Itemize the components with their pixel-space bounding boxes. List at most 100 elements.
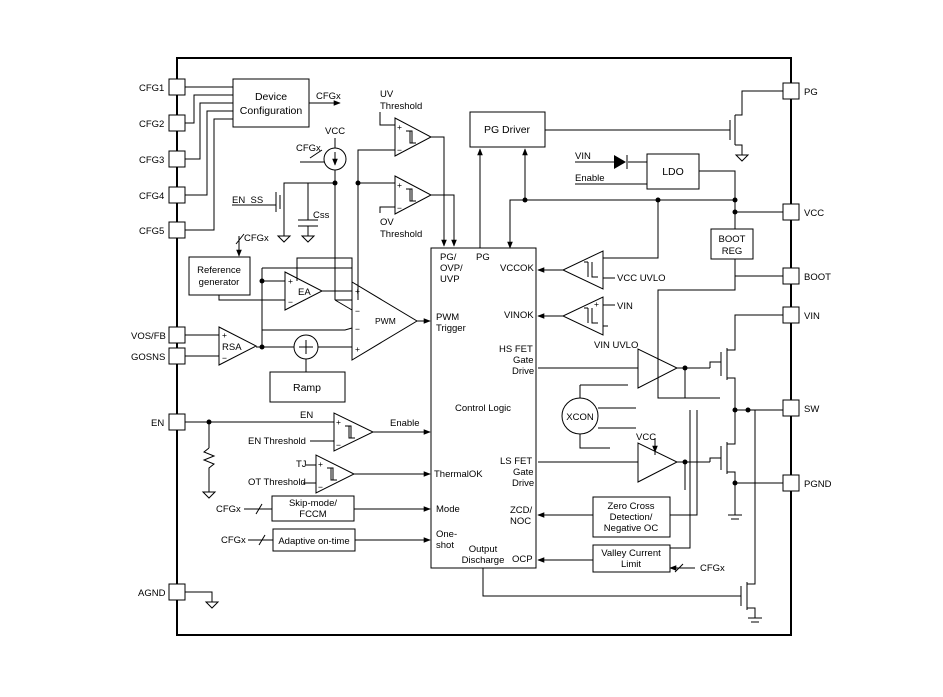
svg-text:−: −	[222, 353, 227, 363]
diode-icon	[614, 155, 626, 169]
svg-text:−: −	[336, 440, 341, 450]
hs-mosfet	[709, 314, 783, 411]
pin-pgnd	[782, 474, 800, 492]
device-config-block	[232, 78, 310, 128]
svg-text:+: +	[336, 417, 341, 427]
zero-cross-block	[592, 496, 671, 538]
cl-hs-2: Gate	[513, 355, 534, 366]
uv-comparator	[394, 117, 433, 157]
rsa-label: RSA	[222, 342, 242, 353]
cfgx-device-out: CFGx	[316, 91, 341, 102]
ov-label-1: OV	[380, 217, 394, 228]
vcc-uvlo-comparator	[561, 250, 604, 290]
cl-ls-3: Drive	[512, 478, 534, 489]
ls-mosfet	[709, 410, 783, 520]
cl-pg: PG	[476, 252, 490, 263]
pin-vos-fb	[168, 326, 186, 344]
pin-gosns	[168, 347, 186, 365]
ov-label-2: Threshold	[380, 229, 422, 240]
pin-vcc	[782, 203, 800, 221]
softstart-wires	[232, 170, 336, 300]
cl-oneshot-2: shot	[436, 540, 454, 551]
pin-agnd	[168, 583, 186, 601]
cl-vinok: VINOK	[504, 310, 534, 321]
ldo-label: LDO	[662, 166, 684, 178]
control-logic-title: Control Logic	[455, 403, 511, 414]
reference-label-2: generator	[199, 277, 240, 288]
pin-boot-label: BOOT	[804, 272, 831, 283]
cl-zcd-2: NOC	[510, 516, 531, 527]
en-signal-label: EN	[300, 410, 313, 421]
device-config-label-2: Configuration	[240, 105, 303, 117]
enable-out-label: Enable	[390, 418, 420, 429]
vin-uvlo-comparator	[561, 296, 604, 336]
boot-reg-block	[710, 228, 754, 260]
reference-generator-block	[188, 256, 251, 296]
pin-boot	[782, 267, 800, 285]
pin-cfg1-label: CFG1	[139, 83, 164, 94]
cl-pg-ovp-1: PG/	[440, 252, 457, 263]
pg-driver-label: PG Driver	[484, 124, 531, 136]
zero-cross-label-1: Zero Cross	[608, 501, 655, 512]
pin-en-label: EN	[151, 418, 164, 429]
left-pins: CFG1 CFG2 CFG3 CFG4 CFG5 VOS/FB GOSNS EN…	[131, 78, 186, 601]
right-pins: PG VCC BOOT VIN SW PGND	[782, 82, 832, 492]
cl-vccok: VCCOK	[500, 263, 534, 274]
uv-label-1: UV	[380, 89, 394, 100]
reference-label-1: Reference	[197, 265, 241, 276]
css-label: Css	[313, 210, 330, 221]
pin-pg-label: PG	[804, 87, 818, 98]
valley-label-1: Valley Current	[601, 548, 661, 559]
en-threshold-label: EN Threshold	[248, 436, 306, 447]
svg-text:−: −	[288, 297, 293, 307]
cl-mode: Mode	[436, 504, 460, 515]
svg-text:−: −	[355, 306, 360, 316]
pin-vin	[782, 306, 800, 324]
pin-agnd-label: AGND	[138, 588, 166, 599]
control-logic-block	[430, 247, 537, 569]
ls-driver	[637, 442, 679, 483]
ldo-block	[646, 153, 700, 190]
cfgx-ref-label: CFGx	[244, 233, 269, 244]
ramp-label: Ramp	[293, 382, 321, 394]
pin-vos-fb-label: VOS/FB	[131, 331, 166, 342]
svg-text:+: +	[222, 330, 227, 340]
en-ss-label: EN_SS	[232, 195, 263, 206]
adaptive-ontime-label: Adaptive on-time	[278, 536, 349, 547]
svg-text:−: −	[397, 203, 402, 213]
cfgx-adapt-label: CFGx	[221, 535, 246, 546]
pin-cfg5	[168, 221, 186, 239]
vcc-ls-label: VCC	[636, 432, 656, 443]
pwm-label: PWM	[375, 316, 396, 326]
cfgx-valley-label: CFGx	[700, 563, 725, 574]
skip-mode-label-2: FCCM	[299, 509, 327, 520]
zero-cross-label-2: Detection/	[610, 512, 653, 523]
cfgx-source-label: CFGx	[296, 143, 321, 154]
tj-label: TJ	[296, 459, 307, 470]
pin-cfg2-label: CFG2	[139, 119, 164, 130]
svg-text:−: −	[355, 324, 360, 334]
pwm-comparator	[351, 281, 418, 361]
pin-sw	[782, 399, 800, 417]
vin-uvlo-label: VIN UVLO	[594, 340, 638, 351]
rsa-amplifier	[218, 326, 258, 366]
cl-pg-ovp-3: UVP	[440, 274, 460, 285]
cfgx-skip-label: CFGx	[216, 504, 241, 515]
cl-pg-ovp-2: OVP/	[440, 263, 463, 274]
vin-cmp-label: VIN	[617, 301, 633, 312]
pin-gosns-label: GOSNS	[131, 352, 165, 363]
pin-sw-label: SW	[804, 404, 819, 415]
svg-text:+: +	[594, 299, 599, 309]
skip-mode-label-1: Skip-mode/	[289, 498, 337, 509]
cl-hs-1: HS FET	[499, 344, 533, 355]
ground-icon	[276, 235, 316, 243]
svg-text:+: +	[318, 459, 323, 469]
cl-zcd-1: ZCD/	[510, 505, 533, 516]
ea-amplifier	[284, 271, 324, 311]
ov-comparator	[394, 175, 433, 215]
pin-cfg4-label: CFG4	[139, 191, 164, 202]
pin-cfg3	[168, 150, 186, 168]
ot-threshold-label: OT Threshold	[248, 477, 306, 488]
device-config-label-1: Device	[255, 91, 287, 103]
